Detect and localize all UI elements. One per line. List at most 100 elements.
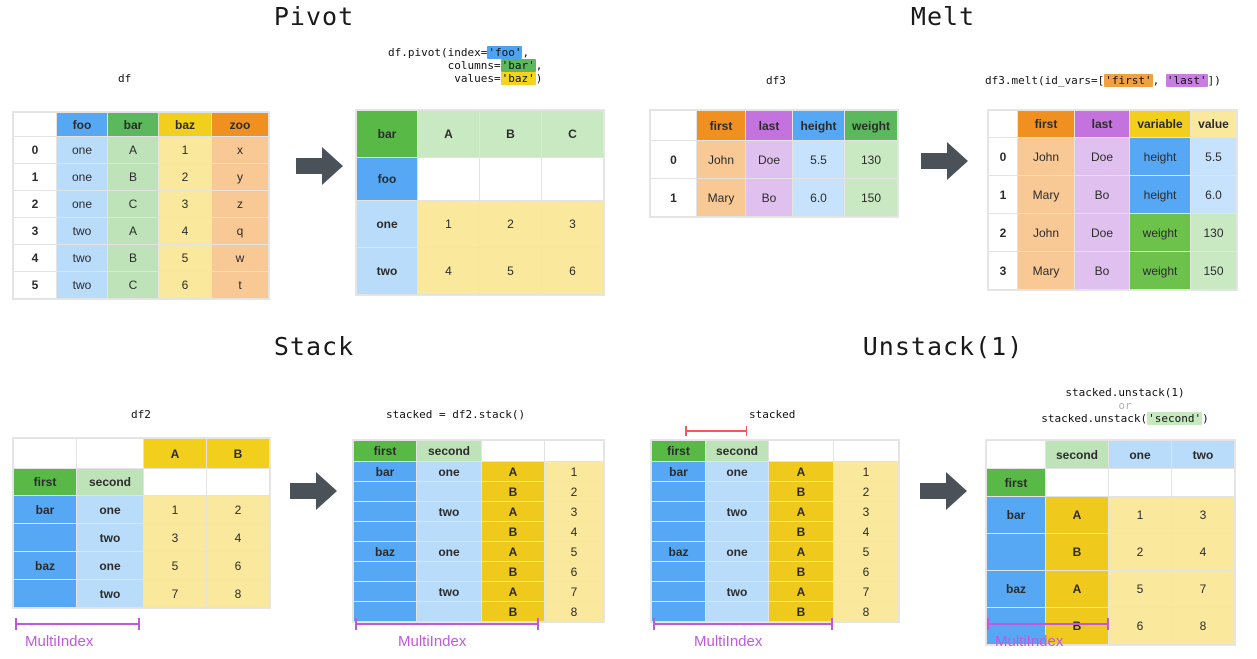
table-index-name-row: foo: [356, 157, 604, 201]
unstack-code-or: or: [1118, 399, 1132, 412]
index-second: [705, 521, 769, 542]
index-third: B: [768, 601, 834, 622]
value-cell: 7: [1171, 570, 1235, 608]
cell-zoo: y: [211, 163, 269, 191]
column-header-C: C: [541, 110, 604, 158]
table-row: bar one A 1: [651, 461, 899, 482]
cell-baz: 1: [158, 136, 212, 164]
cell-bar: A: [107, 217, 159, 245]
index-third: A: [768, 541, 834, 562]
cell-zoo: z: [211, 190, 269, 218]
pivot-code-line1-highlight: 'foo': [487, 46, 523, 59]
index-first: [353, 501, 417, 522]
bracket-cap-right: [537, 618, 539, 630]
index-third: B: [768, 481, 834, 502]
index-third: A: [481, 581, 545, 602]
unstack-code-line1: stacked.unstack(1): [1065, 386, 1185, 399]
cell-bar: B: [107, 163, 159, 191]
pivot-code-line2-highlight: 'bar': [500, 59, 536, 72]
table-row: 2 John Doe weight 130: [988, 213, 1237, 252]
melt-source-table: first last height weight 0 John Doe 5.5 …: [650, 110, 898, 217]
index-first: baz: [13, 551, 77, 580]
melt-code-highlight-first: 'first': [1104, 74, 1153, 87]
column-header-two: two: [1171, 440, 1235, 469]
cell-last: Doe: [745, 140, 793, 179]
value-cell: 3: [1171, 496, 1235, 534]
table-row: B 4: [651, 521, 899, 542]
table-row: 0 John Doe height 5.5: [988, 137, 1237, 176]
column-header-baz: baz: [158, 112, 212, 137]
table-row: baz one A 5: [353, 541, 604, 562]
bracket-bar: [987, 623, 1109, 625]
cell-baz: 3: [158, 190, 212, 218]
section-pivot: Pivot df df.pivot(index='foo', columns='…: [0, 0, 628, 329]
index-name-first: first: [13, 468, 77, 496]
index-name-first: first: [651, 440, 706, 462]
cell-baz: 6: [158, 271, 212, 299]
value-cell: 5: [479, 247, 542, 295]
cell-first: John: [1017, 137, 1075, 176]
bracket-cap-left: [15, 618, 17, 630]
index-level: B: [1045, 607, 1109, 645]
unstack-code: stacked.unstack(1) or stacked.unstack('s…: [1010, 386, 1240, 425]
transform-arrow: [920, 470, 968, 512]
melt-code-pre: df3.melt(id_vars=[: [985, 74, 1105, 87]
cell-bar: C: [107, 271, 159, 299]
value-cell: 5: [544, 541, 604, 562]
table-row: 3 two A 4 q: [13, 217, 269, 245]
empty-cell: [1108, 468, 1172, 497]
index-name-second: second: [76, 468, 144, 496]
index-first: [353, 581, 417, 602]
index-third: B: [481, 601, 545, 622]
table-row: two A 3: [651, 501, 899, 522]
value-cell: 2: [1108, 533, 1172, 571]
index-first: [651, 561, 706, 582]
index-second: [416, 481, 482, 502]
table-index-name-row: first second: [353, 440, 604, 462]
index-second: two: [705, 501, 769, 522]
cell-variable: weight: [1129, 213, 1191, 252]
table-row: two A 7: [353, 581, 604, 602]
cell-foo: two: [56, 244, 108, 272]
value-cell: 7: [544, 581, 604, 602]
table-row: two 3 4: [13, 523, 270, 552]
cell-foo: one: [56, 136, 108, 164]
table-row: 1 one B 2 y: [13, 163, 269, 191]
table-row: baz A 5 7: [986, 570, 1235, 608]
melt-code-mid: ,: [1152, 74, 1166, 87]
bracket-bar: [685, 430, 747, 432]
index-first: baz: [353, 541, 417, 562]
table-row: 4 two B 5 w: [13, 244, 269, 272]
index-third: B: [481, 561, 545, 582]
table-row: B 6 8: [986, 607, 1235, 645]
value-cell: 6: [544, 561, 604, 582]
table-row: B 6: [651, 561, 899, 582]
col-index-name-bar: bar: [356, 110, 418, 158]
multiindex-label: MultiIndex: [25, 633, 94, 650]
row-index: 3: [988, 251, 1018, 290]
col-index-name-second: second: [1045, 440, 1109, 469]
empty-cell: [417, 157, 480, 201]
value-cell: 4: [417, 247, 480, 295]
stack-source-caption: df2: [131, 408, 151, 421]
index-first: [353, 601, 417, 622]
column-header-bar: bar: [107, 112, 159, 137]
row-index: 4: [13, 244, 57, 272]
table-row: two 4 5 6: [356, 247, 604, 295]
row-label-two: two: [356, 247, 418, 295]
section-melt: Melt df3 df3.melt(id_vars=['first', 'las…: [629, 0, 1257, 329]
index-level: A: [1045, 496, 1109, 534]
value-cell: 6: [206, 551, 270, 580]
unstack-result-table: second one two first bar A 1 3 B 2 4 baz…: [986, 440, 1235, 645]
row-label-one: one: [356, 200, 418, 248]
value-cell: 4: [1171, 533, 1235, 571]
index-first: baz: [651, 541, 706, 562]
cell-value: 6.0: [1190, 175, 1237, 214]
table-row: B 8: [353, 601, 604, 622]
stack-source-table: A B first second bar one 1 2 two 3 4 baz…: [13, 438, 270, 608]
index-third: A: [481, 541, 545, 562]
cell-bar: C: [107, 190, 159, 218]
value-cell: 6: [541, 247, 604, 295]
index-first: bar: [986, 496, 1046, 534]
index-third: B: [768, 561, 834, 582]
